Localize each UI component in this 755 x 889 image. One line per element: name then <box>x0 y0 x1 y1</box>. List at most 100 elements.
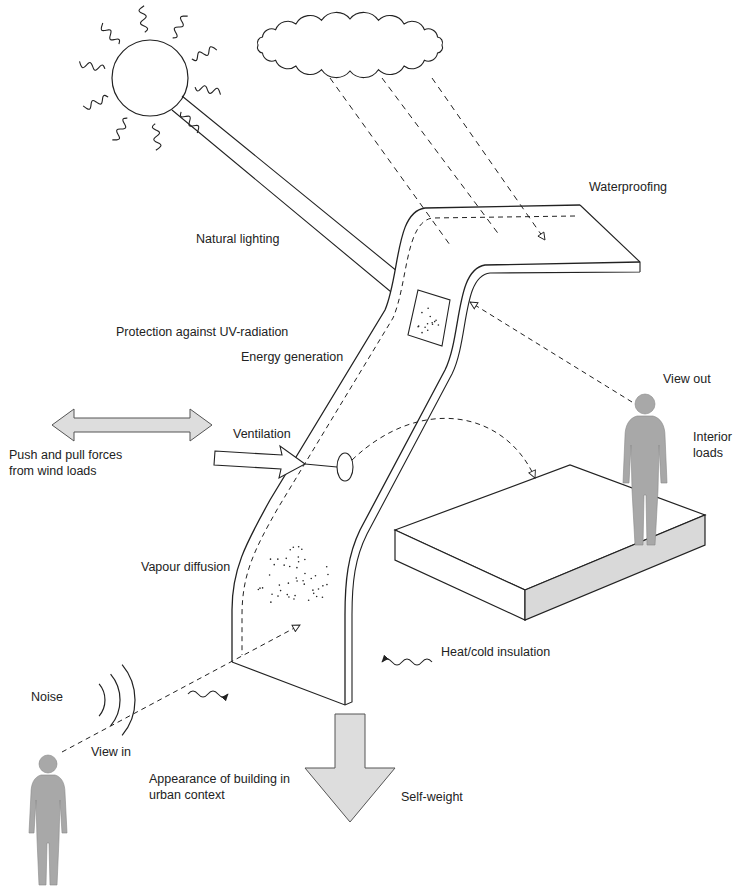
callout-label: Self-weight <box>400 790 464 806</box>
callout-label: Interior loads <box>692 430 752 461</box>
texture-dot <box>277 558 279 560</box>
texture-dot <box>302 580 304 582</box>
wind-load-arrow <box>52 409 212 441</box>
sun-ray <box>152 124 161 150</box>
texture-dot <box>259 587 261 589</box>
texture-dot <box>427 329 429 331</box>
airflow-line <box>352 418 535 478</box>
texture-dot <box>427 323 429 325</box>
texture-dot <box>322 585 324 587</box>
callout-label: Push and pull forces from wind loads <box>8 448 140 479</box>
ventilation-opening <box>337 453 353 481</box>
noise-wave <box>99 684 105 716</box>
texture-dot <box>421 332 423 334</box>
texture-dot <box>434 321 436 323</box>
texture-dot <box>435 320 437 322</box>
texture-dot <box>322 596 324 598</box>
sun-ray <box>83 95 108 109</box>
texture-dot <box>280 590 282 592</box>
texture-dot <box>298 561 300 563</box>
heat-flow-arrow <box>382 659 432 665</box>
callout-label: Natural lighting <box>195 232 280 248</box>
texture-dot <box>286 594 288 596</box>
sun-ray <box>101 23 119 44</box>
texture-dot <box>285 558 287 560</box>
texture-dot <box>273 564 275 566</box>
sun-ray <box>80 61 105 70</box>
texture-dot <box>304 573 306 575</box>
self-weight-arrow <box>305 714 395 822</box>
sight-line <box>470 302 632 402</box>
texture-dot <box>298 556 300 558</box>
texture-dot <box>304 559 306 561</box>
floor-slab-side <box>525 515 705 620</box>
texture-dot <box>326 584 328 586</box>
texture-dot <box>296 567 298 569</box>
texture-dot <box>258 589 260 591</box>
floor-slab-side <box>395 530 525 620</box>
texture-dot <box>432 323 434 325</box>
callout-label: Waterproofing <box>588 180 668 196</box>
texture-dot <box>288 582 290 584</box>
texture-dot <box>327 574 329 576</box>
texture-dot <box>271 593 273 595</box>
texture-dot <box>294 595 296 597</box>
texture-dot <box>318 588 320 590</box>
texture-dot <box>269 574 271 576</box>
texture-dot <box>315 575 317 577</box>
texture-dot <box>427 307 429 309</box>
texture-dot <box>418 325 420 327</box>
texture-dot <box>296 580 298 582</box>
callout-label: Appearance of building in urban context <box>148 772 300 803</box>
callout-label: Heat/cold insulation <box>440 645 551 661</box>
texture-dot <box>301 548 303 550</box>
sun-ray <box>192 47 217 61</box>
texture-dot <box>288 596 290 598</box>
texture-dot <box>289 566 291 568</box>
noise-wave <box>111 674 120 726</box>
texture-dot <box>438 324 440 326</box>
texture-dot <box>308 599 310 601</box>
callout-label: Energy generation <box>240 350 344 366</box>
texture-dot <box>310 578 312 580</box>
callout-label: View in <box>90 745 132 761</box>
texture-dot <box>293 598 295 600</box>
solar-panel <box>408 290 450 346</box>
texture-dot <box>313 593 315 595</box>
texture-dot <box>262 587 264 589</box>
texture-dot <box>303 583 305 585</box>
texture-dot <box>283 564 285 566</box>
callout-label: View out <box>662 372 712 388</box>
noise-waves <box>99 665 135 736</box>
texture-dot <box>270 601 272 603</box>
texture-dot <box>277 595 279 597</box>
callout-label: Noise <box>30 690 64 706</box>
sun-ray <box>112 118 127 140</box>
rain-arrow <box>330 78 545 245</box>
heat-flow-arrow <box>188 691 228 697</box>
light-beam <box>172 96 430 316</box>
callout-label: Protection against UV-radiation <box>115 325 289 341</box>
callout-label: Vapour diffusion <box>140 560 231 576</box>
texture-dot <box>417 326 419 328</box>
sun-symbol <box>112 40 188 116</box>
texture-dot <box>298 546 300 548</box>
person-figure <box>623 394 667 545</box>
texture-dot <box>293 546 295 548</box>
texture-dot <box>421 312 423 314</box>
texture-dot <box>424 326 426 328</box>
panel-texture <box>417 307 439 333</box>
texture-dot <box>429 316 431 318</box>
sun-ray <box>195 86 220 95</box>
texture-dot <box>289 549 291 551</box>
callout-label: Ventilation <box>232 427 292 443</box>
texture-dot <box>326 566 328 568</box>
vapour-dots <box>258 546 329 603</box>
sun-ray <box>139 6 148 32</box>
cloud-symbol <box>257 12 442 77</box>
ventilation-arrow <box>214 446 305 478</box>
sight-line <box>62 625 300 752</box>
sun-rays <box>80 6 221 150</box>
